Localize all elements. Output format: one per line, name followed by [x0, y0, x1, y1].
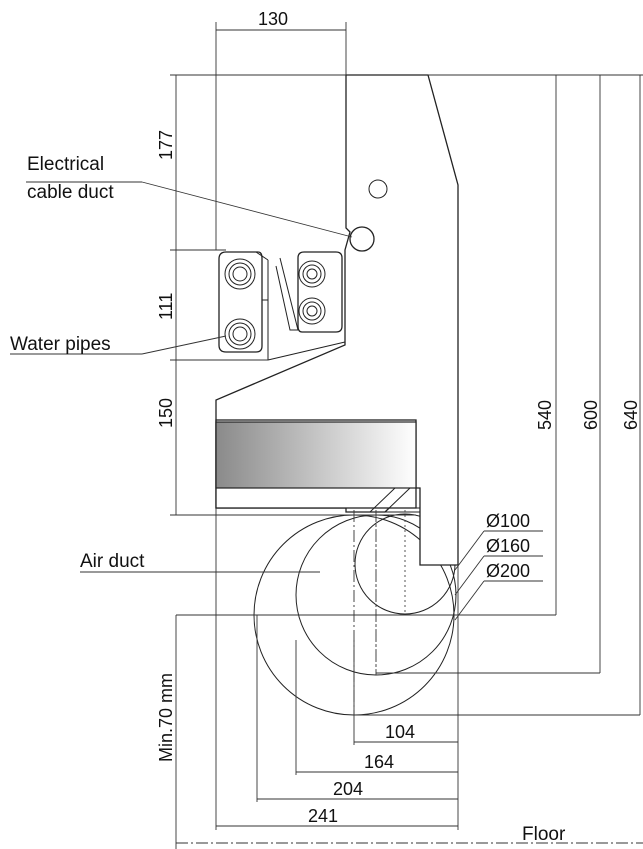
dim-640: 640 [621, 400, 641, 430]
shaded-panel [215, 421, 417, 489]
dim-min70: Min.70 mm [156, 673, 176, 762]
dim-600: 600 [581, 400, 601, 430]
dim-111: 111 [156, 293, 176, 320]
dim-d160: Ø160 [486, 536, 530, 556]
water-pipe-4 [298, 297, 326, 325]
dim-d100: Ø100 [486, 511, 530, 531]
water-pipe-1 [224, 258, 256, 290]
unit-body [215, 74, 459, 566]
water-pipe-3 [298, 260, 326, 288]
dimension-lines [170, 22, 643, 849]
dim-130: 130 [258, 9, 288, 29]
dim-204: 204 [333, 779, 363, 799]
water-pipes-label: Water pipes [10, 334, 111, 355]
dim-164: 164 [364, 752, 394, 772]
water-pipe-clamps [218, 251, 346, 361]
mount-hole [368, 179, 388, 199]
electrical-cable-duct [349, 226, 375, 252]
dim-d200: Ø200 [486, 561, 530, 581]
floor-label: Floor [522, 824, 566, 845]
electrical-label-line2: cable duct [27, 182, 114, 203]
dim-104: 104 [385, 722, 415, 742]
dim-150: 150 [156, 398, 176, 428]
water-pipe-2 [224, 318, 256, 350]
duct-centerlines [353, 510, 406, 715]
dim-241: 241 [308, 806, 338, 826]
diameter-leaders [454, 530, 543, 621]
dim-177: 177 [156, 130, 176, 160]
dim-540: 540 [535, 400, 555, 430]
electrical-label-line1: Electrical [27, 154, 104, 175]
label-leaders [10, 181, 353, 573]
air-duct-label: Air duct [80, 551, 145, 572]
